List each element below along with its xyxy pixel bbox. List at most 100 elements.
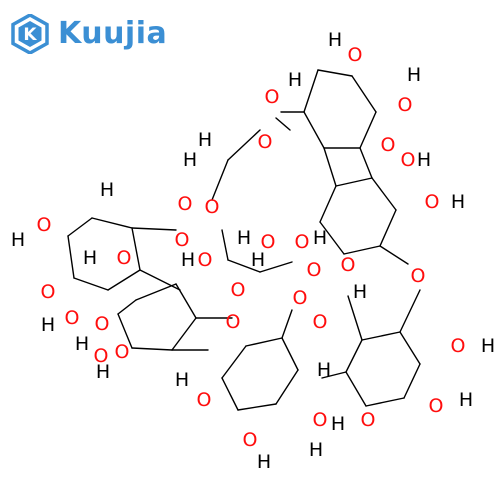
atom-o-label: O bbox=[341, 254, 356, 276]
atom-o-label: O bbox=[451, 335, 466, 357]
bond-16 bbox=[211, 159, 229, 201]
atom-o-label: O bbox=[261, 231, 276, 253]
atom-h-label: H bbox=[251, 249, 265, 271]
bond-29 bbox=[135, 283, 177, 301]
bond-47 bbox=[365, 397, 405, 407]
atom-h-label: H bbox=[237, 227, 251, 249]
kuujia-logo: K Kuujia bbox=[8, 10, 178, 58]
atom-o-label: O bbox=[243, 429, 258, 451]
bond-44 bbox=[361, 331, 401, 341]
bond-19 bbox=[227, 259, 261, 273]
bond-8 bbox=[335, 177, 373, 187]
atom-h-label: H bbox=[317, 359, 331, 381]
bond-11 bbox=[343, 245, 381, 255]
atom-h-label: H bbox=[309, 439, 323, 461]
atom-o-label: O bbox=[265, 86, 280, 108]
bond-50 bbox=[379, 245, 409, 265]
atom-o-label: O bbox=[115, 341, 130, 363]
atom-h-label: H bbox=[96, 361, 110, 383]
bond-37 bbox=[245, 337, 283, 347]
bond-40 bbox=[237, 403, 277, 411]
atom-o-label: O bbox=[429, 395, 444, 417]
bond-layer bbox=[67, 69, 421, 411]
bond-26 bbox=[67, 217, 93, 237]
bond-23 bbox=[107, 269, 141, 291]
bond-31 bbox=[171, 317, 197, 351]
atom-h-label: H bbox=[459, 389, 473, 411]
atom-h-label: H bbox=[417, 149, 431, 171]
atom-o-label: O bbox=[258, 131, 273, 153]
bond-25 bbox=[67, 235, 75, 279]
bond-15 bbox=[359, 147, 373, 179]
atom-o-label: O bbox=[41, 281, 56, 303]
logo-mark-letter: K bbox=[23, 25, 37, 45]
bond-1 bbox=[351, 75, 377, 113]
bond-38 bbox=[281, 337, 299, 371]
atom-h-label: H bbox=[83, 247, 97, 269]
bond-5 bbox=[303, 69, 319, 113]
bond-24 bbox=[73, 277, 109, 291]
bond-34 bbox=[117, 299, 137, 315]
atom-o-label: O bbox=[117, 247, 132, 269]
bond-0 bbox=[317, 69, 353, 77]
bond-17 bbox=[227, 129, 261, 161]
atom-h-label: H bbox=[181, 249, 195, 271]
bond-53 bbox=[321, 371, 347, 379]
bond-49 bbox=[345, 339, 363, 373]
atom-o-label: O bbox=[313, 311, 328, 333]
bond-28 bbox=[139, 269, 181, 291]
atom-h-label: H bbox=[407, 64, 421, 86]
brand-name: Kuujia bbox=[58, 16, 168, 51]
atom-h-label: H bbox=[481, 335, 495, 357]
atom-o-label: O bbox=[295, 231, 310, 253]
atom-h-label: H bbox=[175, 369, 189, 391]
bond-4 bbox=[303, 111, 325, 149]
atom-o-label: O bbox=[307, 259, 322, 281]
atom-o-label: O bbox=[178, 193, 193, 215]
atom-h-label: H bbox=[11, 229, 25, 251]
atom-o-label: O bbox=[95, 313, 110, 335]
bond-32 bbox=[131, 347, 173, 351]
bond-41 bbox=[221, 377, 239, 411]
bond-30 bbox=[175, 283, 197, 319]
atom-o-label: O bbox=[231, 279, 246, 301]
bond-12 bbox=[319, 221, 345, 255]
atom-o-label: O bbox=[37, 214, 52, 236]
bond-10 bbox=[379, 209, 397, 247]
bond-21 bbox=[91, 217, 133, 229]
hexagon-k-icon: K bbox=[11, 14, 49, 54]
bond-13 bbox=[319, 185, 337, 223]
atom-o-label: O bbox=[175, 229, 190, 251]
atom-h-label: H bbox=[75, 333, 89, 355]
atom-h-label: H bbox=[100, 179, 114, 201]
atom-o-label: O bbox=[197, 389, 212, 411]
bond-46 bbox=[403, 363, 421, 399]
atom-o-label: O bbox=[361, 409, 376, 431]
bond-22 bbox=[131, 227, 141, 271]
bond-14 bbox=[323, 147, 337, 187]
bond-45 bbox=[399, 331, 421, 365]
bond-48 bbox=[345, 371, 367, 407]
atom-h-label: H bbox=[257, 451, 271, 473]
atom-o-label: O bbox=[313, 409, 328, 431]
bond-20 bbox=[259, 261, 293, 273]
atom-h-label: H bbox=[328, 29, 342, 51]
atom-h-label: H bbox=[41, 314, 55, 336]
bond-18 bbox=[221, 229, 229, 261]
atom-o-label: O bbox=[401, 149, 416, 171]
atom-o-label: O bbox=[65, 307, 80, 329]
atom-o-label: O bbox=[381, 134, 396, 156]
atom-o-label: O bbox=[293, 287, 308, 309]
atom-o-label: O bbox=[198, 249, 213, 271]
bond-9 bbox=[371, 177, 397, 211]
bond-51 bbox=[347, 295, 363, 341]
bond-52 bbox=[399, 289, 421, 333]
atom-h-label: H bbox=[451, 191, 465, 213]
atom-o-label: O bbox=[94, 345, 109, 367]
atom-h-label: H bbox=[353, 281, 367, 303]
bond-42 bbox=[221, 345, 247, 379]
atom-h-label: H bbox=[198, 129, 212, 151]
atom-h-label: H bbox=[288, 69, 302, 91]
